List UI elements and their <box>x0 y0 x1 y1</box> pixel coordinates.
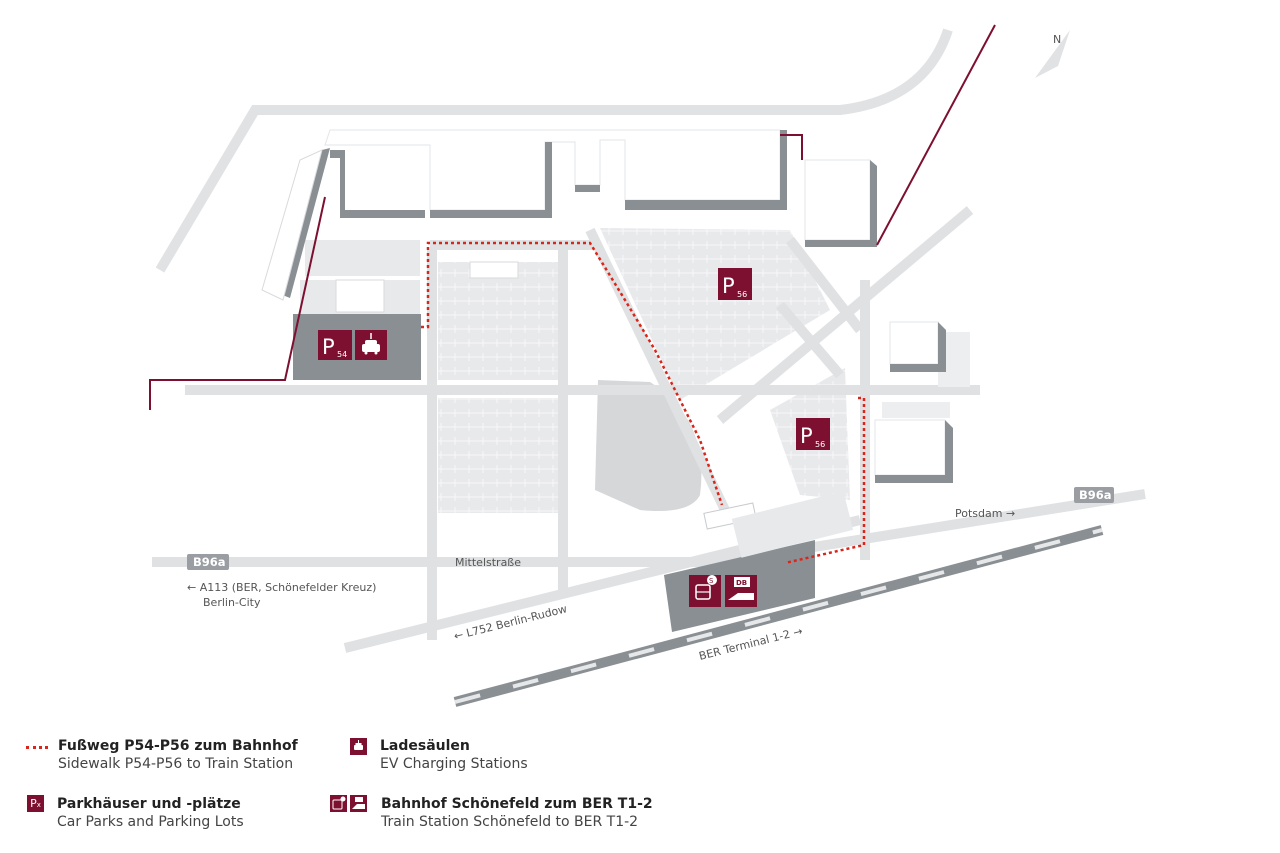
parking-icon: Px <box>27 795 44 812</box>
parking-lot-p56-north <box>600 228 830 400</box>
legend-parking-title: Parkhäuser und -plätze <box>57 796 241 812</box>
legend-item-walkway: Fußweg P54-P56 zum Bahnhof Sidewalk P54-… <box>0 730 340 780</box>
compass-label: N <box>1053 33 1061 46</box>
legend-walkway-subtitle: Sidewalk P54-P56 to Train Station <box>58 756 294 772</box>
road-shield-b96a-east: B96a <box>1074 487 1114 503</box>
road-shield-b96a-west: B96a <box>187 554 229 570</box>
terminal-buildings <box>261 129 970 530</box>
legend-station-title: Bahnhof Schönefeld zum BER T1-2 <box>381 796 653 812</box>
legend-item-station: Bahnhof Schönefeld zum BER T1-2 Train St… <box>330 788 670 838</box>
parking-badge-letter: P <box>322 335 335 359</box>
parking-badge-letter: P <box>800 424 813 448</box>
parking-lot-central-north <box>438 262 558 380</box>
parking-icon-sub: x <box>36 801 41 809</box>
station-roof <box>731 491 854 558</box>
legend-ev-subtitle: EV Charging Stations <box>380 756 528 772</box>
sbahn-icon <box>330 795 347 812</box>
parking-badge-p54: P 54 <box>318 330 352 360</box>
legend: Fußweg P54-P56 zum Bahnhof Sidewalk P54-… <box>0 730 1280 840</box>
legend-parking-subtitle: Car Parks and Parking Lots <box>57 814 244 830</box>
street-label-a113: ← A113 (BER, Schönefelder Kreuz) <box>187 581 376 594</box>
compass-north-icon: N <box>1035 30 1070 78</box>
walkway-line-icon <box>26 746 48 749</box>
parking-badge-number: 56 <box>737 290 747 299</box>
boundary-line <box>149 24 996 410</box>
ev-charging-icon <box>350 738 367 755</box>
northern-road <box>155 28 953 273</box>
walkway-p54-p56 <box>421 241 724 506</box>
legend-ev-title: Ladesäulen <box>380 738 470 754</box>
db-label: DB <box>736 579 747 587</box>
parking-badge-p56-north: P 56 <box>718 268 752 300</box>
legend-item-parking: Px Parkhäuser und -plätze Car Parks and … <box>27 788 327 838</box>
db-train-icon <box>350 795 367 812</box>
walkway-p56-station <box>784 396 866 565</box>
street-label-berlin-city: Berlin-City <box>203 596 261 609</box>
parking-badge-number: 56 <box>815 440 825 449</box>
street-label-mittelstrasse: Mittelstraße <box>455 556 521 569</box>
parking-icon-letter: P <box>30 797 37 810</box>
legend-walkway-title: Fußweg P54-P56 zum Bahnhof <box>58 738 298 754</box>
green-island <box>595 380 702 511</box>
sbahn-icon: S <box>689 575 721 607</box>
legend-item-ev: Ladesäulen EV Charging Stations <box>350 730 600 780</box>
sbahn-label: S <box>709 577 714 585</box>
parking-badge-letter: P <box>722 274 735 298</box>
legend-station-subtitle: Train Station Schönefeld to BER T1-2 <box>381 814 639 830</box>
parking-badge-p56-south: P 56 <box>796 418 830 450</box>
parking-lot-north-west <box>305 240 420 276</box>
parking-lot-central-south <box>438 398 558 513</box>
street-label-potsdam: Potsdam → <box>955 507 1015 520</box>
railway-track <box>453 525 1104 707</box>
ev-charging-icon <box>355 330 387 360</box>
parking-badge-number: 54 <box>337 350 347 359</box>
road-shield-label: B96a <box>193 555 226 569</box>
road-shield-label: B96a <box>1079 488 1112 502</box>
site-map: N <box>149 24 1146 707</box>
db-train-icon: DB <box>725 575 757 607</box>
